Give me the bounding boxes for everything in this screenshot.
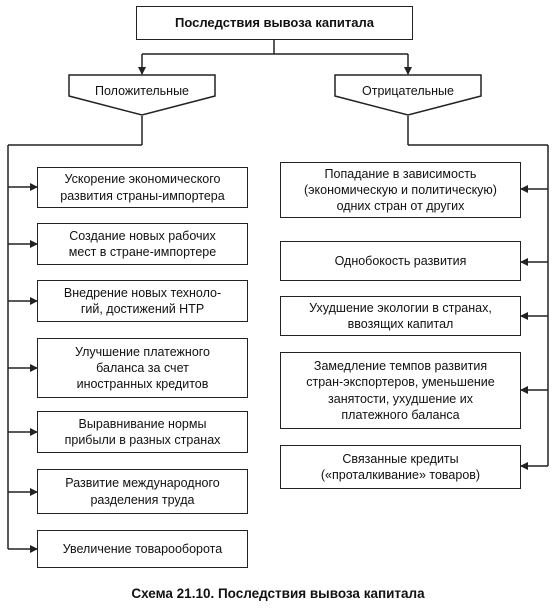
positive-item: Развитие международного разделения труда: [37, 469, 248, 514]
root-title: Последствия вывоза капитала: [175, 14, 374, 30]
negative-item: Однобокость развития: [280, 241, 521, 281]
positive-item: Ускорение экономического развития страны…: [37, 167, 248, 208]
positive-header-node: Положительные: [68, 74, 216, 116]
positive-item-text: Выравнивание нормы прибыли в разных стра…: [64, 416, 221, 447]
root-node: Последствия вывоза капитала: [136, 6, 413, 40]
positive-item: Выравнивание нормы прибыли в разных стра…: [37, 411, 248, 453]
negative-header-node: Отрицательные: [334, 74, 482, 116]
positive-item: Внедрение новых техноло- гий, достижений…: [37, 280, 248, 322]
positive-item-text: Улучшение платежного баланса за счет ино…: [74, 344, 211, 392]
negative-item: Ухудшение экологии в странах, ввозящих к…: [280, 296, 521, 336]
negative-item-text: Попадание в зависимость (экономическую и…: [304, 166, 497, 214]
positive-item-text: Ускорение экономического развития страны…: [60, 172, 225, 203]
negative-item: Попадание в зависимость (экономическую и…: [280, 162, 521, 218]
positive-item: Создание новых рабочих мест в стране-имп…: [37, 223, 248, 265]
negative-item-text: Связанные кредиты («проталкивание» товар…: [320, 451, 481, 482]
positive-item: Увеличение товарооборота: [37, 530, 248, 568]
figure-caption: Схема 21.10. Последствия вывоза капитала: [131, 586, 425, 601]
negative-header-label: Отрицательные: [362, 84, 454, 98]
positive-item-text: Внедрение новых техноло- гий, достижений…: [63, 285, 222, 316]
negative-item-text: Однобокость развития: [334, 253, 467, 268]
negative-item-text: Замедление темпов развития стран-экспорт…: [306, 359, 495, 422]
negative-item: Связанные кредиты («проталкивание» товар…: [280, 445, 521, 489]
positive-header-label: Положительные: [94, 84, 190, 98]
positive-item: Улучшение платежного баланса за счет ино…: [37, 338, 248, 398]
negative-item: Замедление темпов развития стран-экспорт…: [280, 352, 521, 429]
negative-item-text: Ухудшение экологии в странах, ввозящих к…: [309, 300, 492, 331]
positive-item-text: Создание новых рабочих мест в стране-имп…: [68, 228, 217, 259]
positive-item-text: Увеличение товарооборота: [62, 541, 223, 556]
positive-item-text: Развитие международного разделения труда: [65, 476, 220, 507]
